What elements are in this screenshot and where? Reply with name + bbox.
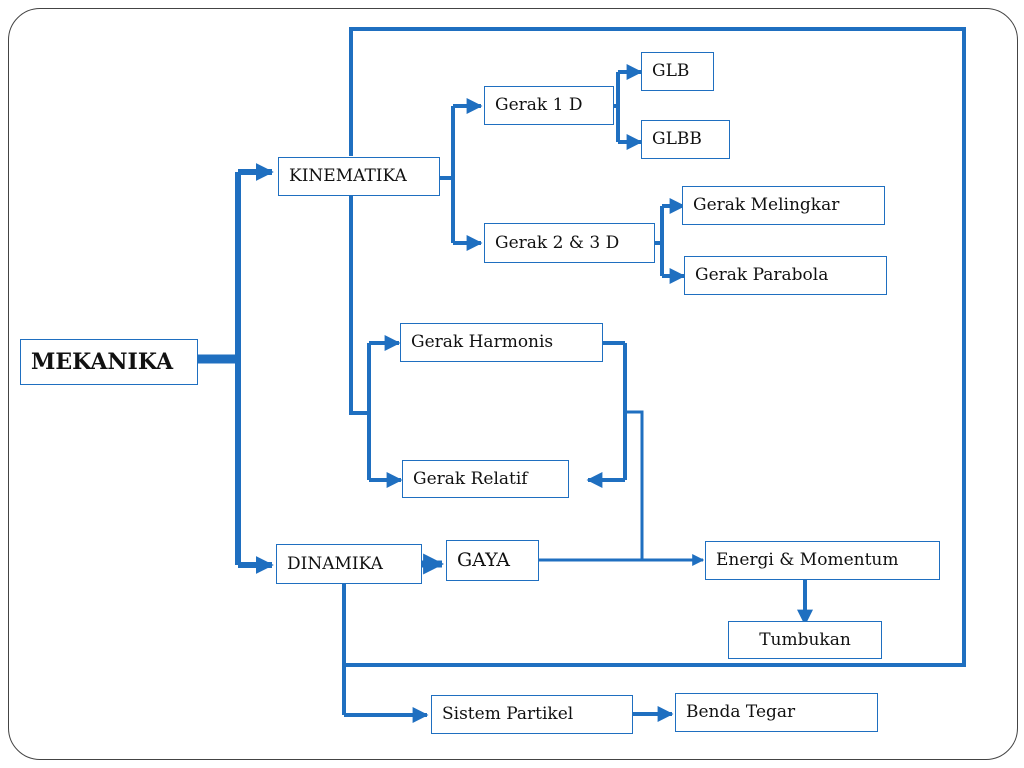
connector-kinematika-down [349, 196, 369, 415]
connector-gaya-up [625, 410, 644, 560]
node-glbb: GLBB [641, 120, 730, 159]
connector-outer-frame [344, 27, 966, 667]
node-gerak-melingkar: Gerak Melingkar [682, 186, 885, 225]
node-kinematika: KINEMATIKA [278, 157, 440, 196]
node-gaya: GAYA [446, 540, 539, 581]
node-gerak-harmonis: Gerak Harmonis [400, 323, 603, 362]
node-tumbukan: Tumbukan [728, 621, 882, 659]
node-energi-momentum: Energi & Momentum [705, 541, 940, 580]
node-gerak-parabola: Gerak Parabola [684, 256, 887, 295]
node-benda-tegar: Benda Tegar [675, 693, 878, 732]
node-gerak-relatif: Gerak Relatif [402, 460, 569, 498]
node-gerak-2-3d: Gerak 2 & 3 D [484, 223, 655, 263]
node-mekanika: MEKANIKA [20, 339, 198, 385]
node-gerak-1d: Gerak 1 D [484, 86, 614, 125]
node-dinamika: DINAMIKA [276, 544, 422, 584]
node-sistem-partikel: Sistem Partikel [431, 695, 633, 734]
node-glb: GLB [641, 52, 714, 91]
